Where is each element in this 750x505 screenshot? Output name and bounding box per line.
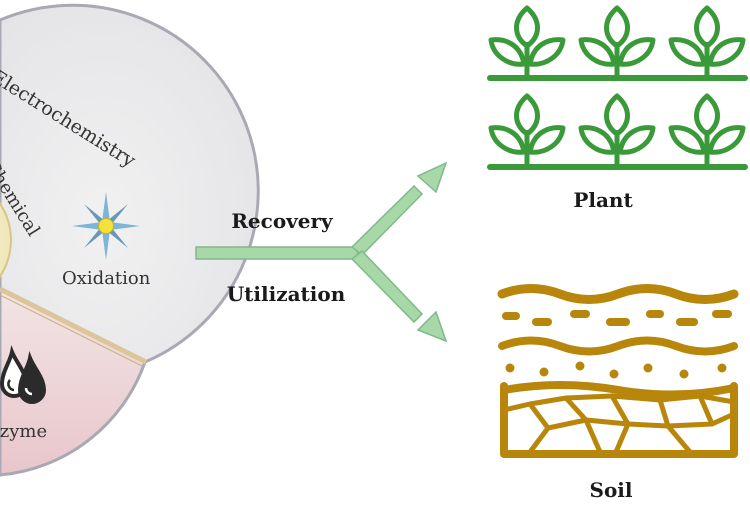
treatment-wheel: Electrochemistry Chemical Oxidation Enzy… <box>0 3 260 477</box>
wheel-enzyme-sector <box>0 288 147 477</box>
plant-sprout <box>668 93 746 166</box>
soil-rock-cracks <box>501 393 737 455</box>
wheel-divider <box>0 286 148 365</box>
plant-sprout <box>668 5 746 78</box>
soil-rock-top <box>500 381 738 399</box>
soil-rock-bed <box>500 382 738 458</box>
soil-wave-top <box>497 284 739 304</box>
plant-sprout <box>488 93 566 166</box>
wheel-divider-edge <box>0 294 143 367</box>
soil-label: Soil <box>590 478 633 500</box>
soil-layers-icon <box>497 284 739 458</box>
plant-sprout <box>488 5 566 78</box>
flow-arrow-upper-branch <box>350 184 424 257</box>
segment-label-oxidation: Oxidation <box>62 268 151 289</box>
flow-arrow: Recovery Utilization <box>195 161 448 343</box>
droplets-icon <box>0 345 47 404</box>
flow-arrow-lower-branch <box>350 249 424 324</box>
plant-sprout <box>578 93 656 166</box>
plant-sprout <box>578 5 656 78</box>
flow-arrow-lower-head <box>416 310 448 343</box>
wheel-center-hub <box>0 201 12 279</box>
flow-label-recovery: Recovery <box>231 209 334 233</box>
soil-wave-middle <box>498 336 738 356</box>
flow-label-utilization: Utilization <box>227 282 346 306</box>
segment-label-enzyme: Enzyme <box>0 421 47 442</box>
plant-sprouts-icon <box>487 5 748 170</box>
flow-arrow-shaft <box>195 246 359 260</box>
star-burst-icon <box>72 192 140 260</box>
soil-dot-row <box>505 361 727 379</box>
plant-label: Plant <box>573 188 633 212</box>
wheel-top-sector <box>0 3 260 364</box>
soil-dash-row <box>502 310 732 326</box>
flow-arrow-upper-head <box>416 161 448 194</box>
